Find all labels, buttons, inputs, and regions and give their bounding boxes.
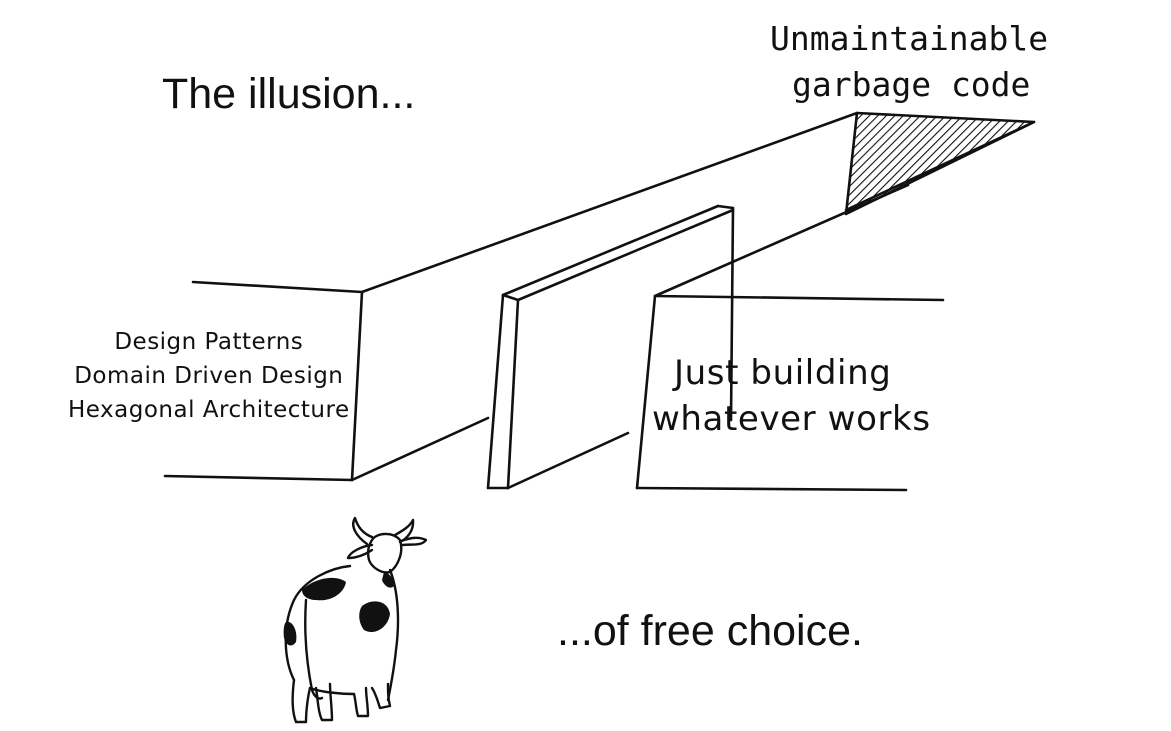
cow-spots [283,572,394,646]
right-path-line-1: Just building [674,353,892,393]
headline-start: The illusion... [162,70,416,118]
far-end-label-line-2: garbage code [792,65,1031,104]
far-end-label: Unmaintainable garbage code [770,16,1048,108]
left-path-line-1: Design Patterns [114,329,304,355]
right-path-label: Just building whatever works [652,350,931,442]
left-path-line-2: Domain Driven Design [74,363,344,389]
left-wall [163,111,859,482]
left-path-line-3: Hexagonal Architecture [68,397,350,423]
far-end-label-line-1: Unmaintainable [770,19,1049,58]
cow-drawing [284,516,428,724]
headline-end: ...of free choice. [557,607,863,655]
far-end-opening [844,111,1036,216]
middle-slab [486,204,735,490]
right-path-line-2: whatever works [652,399,931,439]
left-path-label: Design Patterns Domain Driven Design Hex… [68,325,350,427]
